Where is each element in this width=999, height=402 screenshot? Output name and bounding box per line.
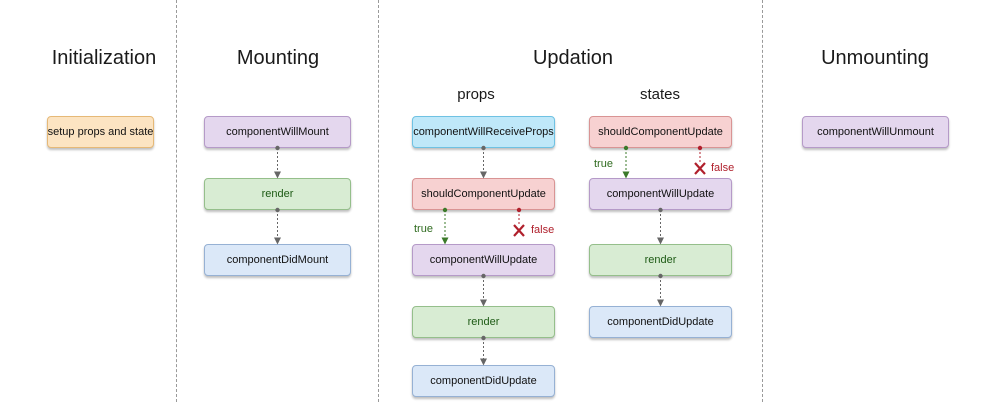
setup-props-and-state-box: setup props and state [47,116,154,148]
states-false-x-icon [694,162,706,175]
mounting-component-will-mount-box: componentWillMount [204,116,351,148]
phase-title-initialization: Initialization [51,47,157,69]
states-false-branch [694,145,706,175]
phase-title-mounting: Mounting [236,47,320,69]
states-arrow-2 [657,207,664,245]
props-component-will-update-box: componentWillUpdate [412,244,555,276]
props-should-component-update-box: shouldComponentUpdate [412,178,555,210]
states-render-box: render [589,244,732,276]
props-arrow-3 [480,273,487,307]
divider-updation-unmounting [762,0,763,402]
states-true-arrow [622,145,630,179]
states-should-component-update-box: shouldComponentUpdate [589,116,732,148]
states-component-will-update-box: componentWillUpdate [589,178,732,210]
props-false-x-icon [513,224,525,237]
states-false-label: false [711,162,735,174]
props-false-label: false [531,224,555,236]
states-component-did-update-box: componentDidUpdate [589,306,732,338]
mounting-arrow-1 [274,145,281,179]
props-component-did-update-box: componentDidUpdate [412,365,555,397]
divider-init-mounting [176,0,177,402]
states-arrow-3 [657,273,664,307]
divider-mounting-updation [378,0,379,402]
group-title-props: props [457,86,495,103]
mounting-component-did-mount-box: componentDidMount [204,244,351,276]
component-will-unmount-box: componentWillUnmount [802,116,949,148]
mounting-render-box: render [204,178,351,210]
phase-title-unmounting: Unmounting [821,47,929,69]
phase-title-updation: Updation [532,47,614,69]
props-arrow-1 [480,145,487,179]
mounting-arrow-2 [274,207,281,245]
props-arrow-4 [480,335,487,366]
props-true-label: true [414,223,433,235]
group-title-states: states [639,86,681,103]
props-true-arrow [441,207,449,245]
props-false-branch [513,207,525,237]
states-true-label: true [594,158,613,170]
